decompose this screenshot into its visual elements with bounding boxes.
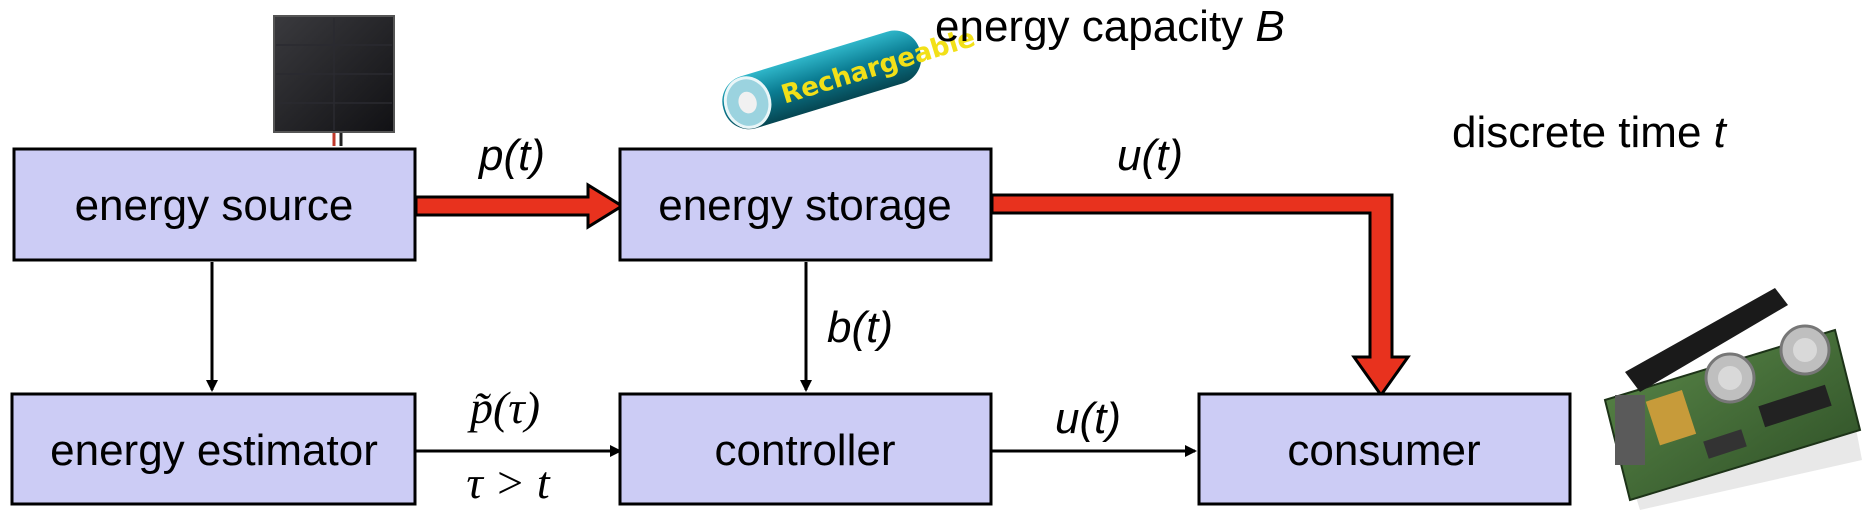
sensor-node-image (1603, 288, 1862, 510)
p-tilde-tau-label: p̃(τ) (467, 382, 540, 433)
tau-greater-t-label: τ > t (466, 457, 551, 508)
signal-arrows (206, 262, 1197, 457)
u-of-t-storage-label: u(t) (1117, 131, 1183, 180)
b-of-t-label: b(t) (827, 303, 893, 352)
p-flow-arrow (414, 182, 625, 230)
discrete-time-label: discrete time t (1452, 108, 1728, 157)
energy-storage-label: energy storage (658, 181, 952, 230)
energy-source-label: energy source (75, 181, 354, 230)
box-controller: controller (618, 392, 993, 506)
energy-capacity-label: energy capacity B (935, 2, 1285, 51)
box-energy-estimator: energy estimator (10, 392, 417, 506)
controller-label: controller (715, 426, 896, 475)
box-energy-source: energy source (12, 147, 417, 262)
p-of-t-label: p(t) (477, 131, 545, 180)
u-flow-arrow (990, 193, 1411, 398)
power-flow-arrows (414, 182, 1411, 398)
consumer-label: consumer (1287, 426, 1480, 475)
box-energy-storage: energy storage (618, 147, 993, 262)
solar-panel-image (273, 15, 395, 146)
u-of-t-controller-label: u(t) (1055, 394, 1121, 443)
energy-estimator-label: energy estimator (50, 426, 378, 475)
box-consumer: consumer (1197, 392, 1572, 506)
